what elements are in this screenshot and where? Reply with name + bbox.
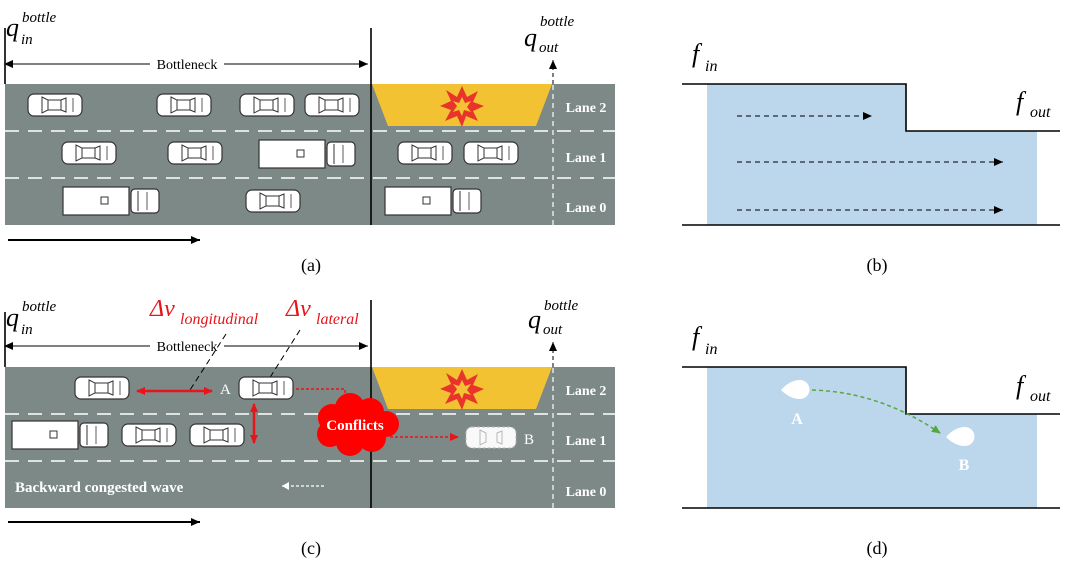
- car: [239, 93, 295, 117]
- f-in-sub-d: in: [705, 341, 717, 358]
- q-in-sup-c: bottle: [22, 299, 57, 315]
- dv-lat-leader: [256, 329, 301, 399]
- q-out-sub-c: out: [543, 322, 563, 338]
- caption-d: (d): [867, 538, 888, 559]
- caption-c: (c): [301, 538, 321, 559]
- vehicle-b-label: B: [524, 432, 534, 448]
- f-out-label-d: f: [1016, 371, 1027, 400]
- trajectory-path: [811, 389, 941, 434]
- f-out-label-b: f: [1016, 87, 1027, 116]
- boundary-top-b: [682, 83, 1060, 132]
- truck: [258, 139, 356, 169]
- car: [245, 189, 301, 213]
- caption-a: (a): [301, 255, 321, 276]
- f-in-label-b: f: [692, 39, 703, 68]
- bottleneck-label-c: Bottleneck: [157, 340, 218, 355]
- flow-region-b: [707, 84, 1037, 225]
- boundary-top-d: [682, 366, 1060, 415]
- backward-wave-label: Backward congested wave: [15, 480, 184, 496]
- point-a-label: A: [791, 411, 803, 428]
- conflicts-cloud: [317, 393, 399, 456]
- droplet-b-icon: [946, 427, 975, 446]
- car: [156, 93, 212, 117]
- vehicle-a-label: A: [220, 382, 231, 398]
- car: [27, 93, 83, 117]
- truck: [11, 420, 109, 450]
- lane-label-a-0: Lane 0: [566, 201, 607, 216]
- q-out-sub-a: out: [539, 40, 559, 56]
- flow-region-d: [707, 367, 1037, 508]
- lane-label-a-1: Lane 1: [566, 151, 607, 166]
- lane-label-c-2: Lane 2: [566, 384, 607, 399]
- car: [189, 423, 245, 447]
- car: [61, 141, 117, 165]
- car: [397, 141, 453, 165]
- dv-longitudinal-sub: longitudinal: [180, 311, 259, 328]
- dv-lateral-label: Δv: [285, 296, 311, 322]
- point-b-label: B: [959, 457, 970, 474]
- f-in-sub-b: in: [705, 58, 717, 75]
- car: [463, 141, 519, 165]
- f-out-sub-d: out: [1030, 388, 1051, 405]
- car: [304, 93, 360, 117]
- panel-d: f in f out A B (d): [682, 322, 1060, 559]
- q-out-label-c: q: [528, 305, 541, 334]
- q-in-sub-a: in: [21, 32, 33, 48]
- lane-label-a-2: Lane 2: [566, 101, 607, 116]
- q-out-sup-a: bottle: [540, 14, 575, 30]
- panel-a: Bottleneck q bottle in q bottle out Lane…: [4, 10, 615, 276]
- truck: [62, 186, 160, 216]
- lane-label-c-0: Lane 0: [566, 485, 607, 500]
- conflicts-label: Conflicts: [326, 418, 384, 434]
- droplet-a-icon: [781, 380, 810, 399]
- lane-label-c-1: Lane 1: [566, 434, 607, 449]
- q-out-sup-c: bottle: [544, 298, 579, 314]
- f-out-sub-b: out: [1030, 104, 1051, 121]
- panel-b: f in f out (b): [682, 39, 1060, 276]
- dv-lateral-sub: lateral: [316, 311, 359, 328]
- bottleneck-label-a: Bottleneck: [157, 58, 218, 73]
- caption-b: (b): [867, 255, 888, 276]
- q-in-label-a: q: [6, 13, 19, 42]
- dv-long-leader: [189, 333, 227, 391]
- car: [121, 423, 177, 447]
- f-in-label-d: f: [692, 322, 703, 351]
- dv-longitudinal-label: Δv: [149, 296, 175, 322]
- q-in-label-c: q: [6, 303, 19, 332]
- truck: [384, 186, 482, 216]
- car: [167, 141, 223, 165]
- car-a: [238, 376, 294, 400]
- q-in-sup-a: bottle: [22, 10, 57, 26]
- q-out-label-a: q: [524, 23, 537, 52]
- car: [74, 376, 130, 400]
- q-in-sub-c: in: [21, 322, 33, 338]
- panel-c: Bottleneck q bottle in q bottle out Δv l…: [4, 296, 615, 559]
- car-b-ghost: [465, 426, 517, 449]
